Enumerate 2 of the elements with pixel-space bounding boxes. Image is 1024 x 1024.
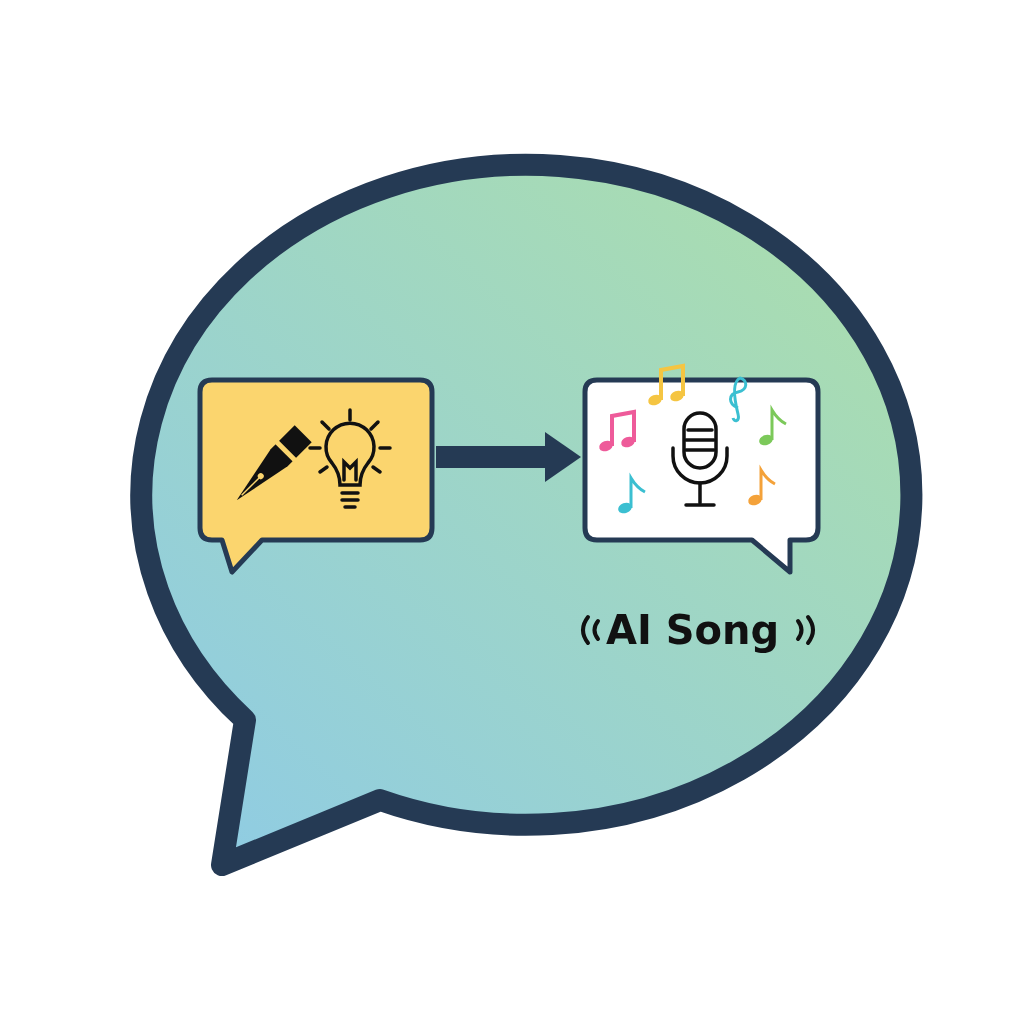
caption-text: AI Song — [606, 606, 780, 654]
arrow — [436, 432, 581, 482]
